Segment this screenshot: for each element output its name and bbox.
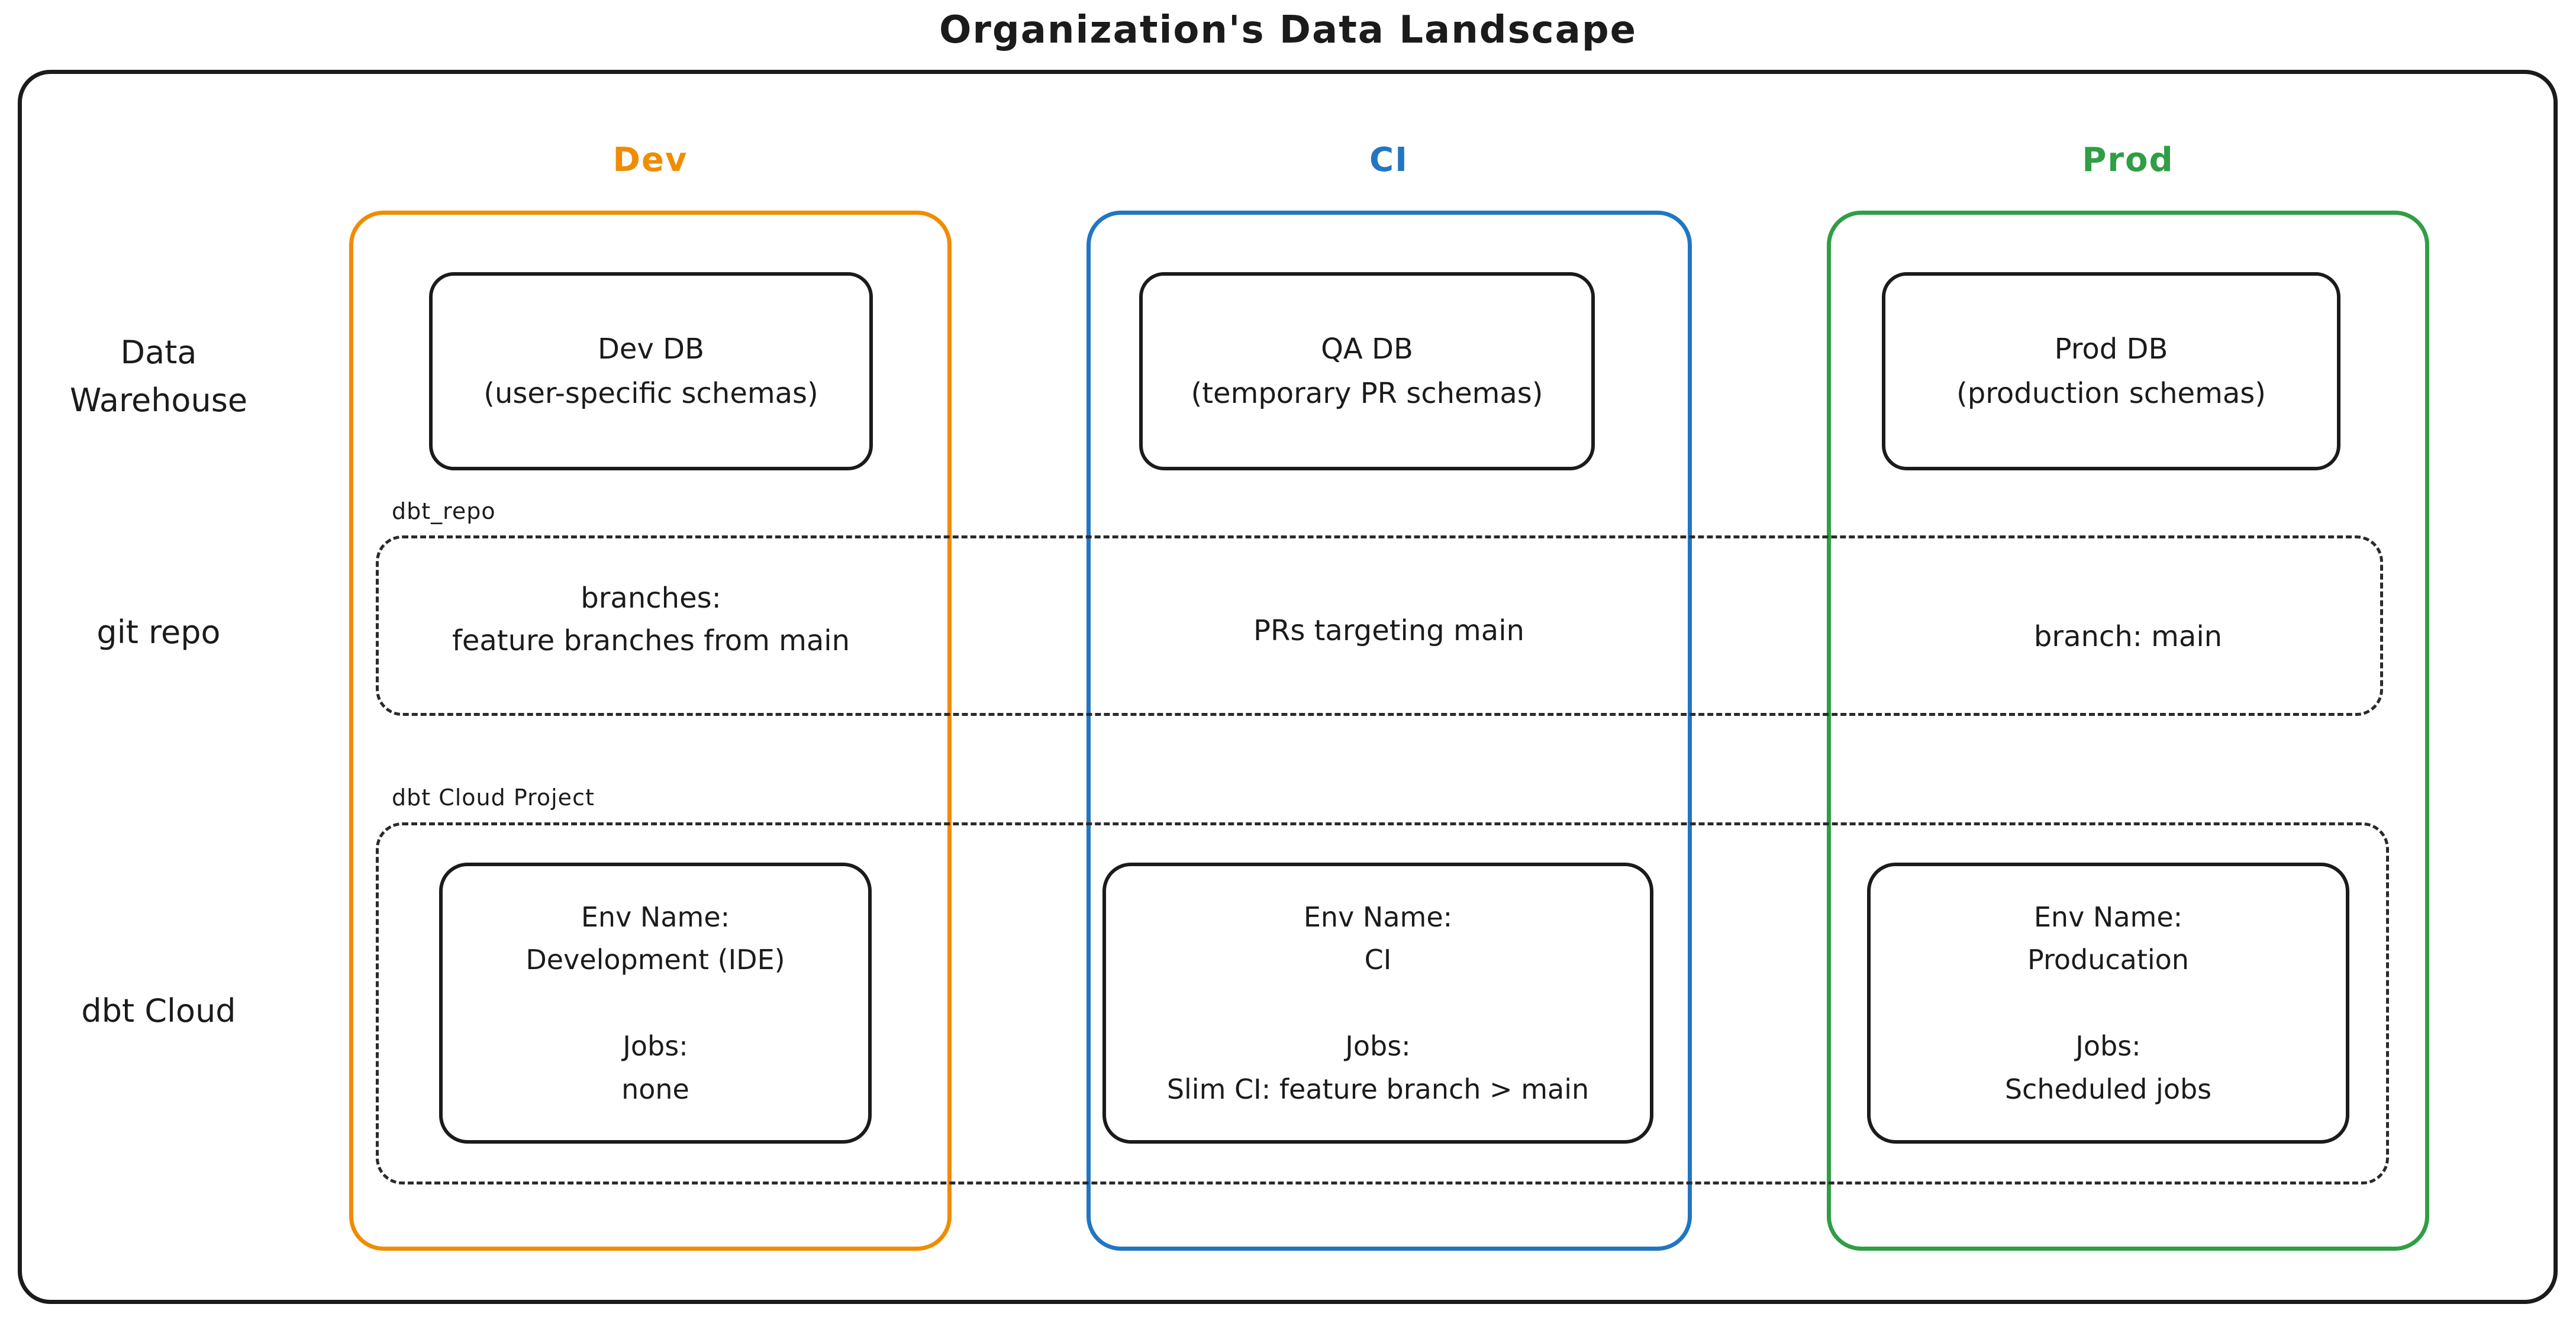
- dbt-cloud-project-dashed-box: [376, 822, 2389, 1184]
- row-label-git-repo: git repo: [96, 614, 221, 651]
- row-label-data-warehouse: Data Warehouse: [69, 334, 248, 419]
- git-repo-prod-text: branch: main: [2033, 620, 2223, 653]
- dbt-repo-dashed-box: [376, 535, 2383, 716]
- dbt-repo-label: dbt_repo: [392, 498, 496, 524]
- prod-environment-node: Env Name: Producation Jobs: Scheduled jo…: [1867, 863, 2349, 1144]
- column-header-ci: CI: [1369, 141, 1408, 179]
- ci-environment-node: Env Name: CI Jobs: Slim CI: feature bran…: [1102, 863, 1653, 1144]
- ci-column-frame: [1087, 211, 1692, 1251]
- dev-db-node: Dev DB (user-specific schemas): [429, 272, 873, 470]
- git-repo-ci-text: PRs targeting main: [1253, 614, 1524, 647]
- dev-environment-node: Env Name: Development (IDE) Jobs: none: [439, 863, 872, 1144]
- dev-column-frame: [349, 211, 952, 1251]
- diagram-title: Organization's Data Landscape: [939, 8, 1637, 52]
- column-header-dev: Dev: [612, 141, 688, 179]
- prod-db-node: Prod DB (production schemas): [1882, 272, 2340, 470]
- landscape-outer-frame: [18, 70, 2558, 1304]
- dbt-cloud-project-label: dbt Cloud Project: [392, 785, 595, 811]
- row-label-dbt-cloud: dbt Cloud: [81, 992, 236, 1029]
- qa-db-node: QA DB (temporary PR schemas): [1139, 272, 1595, 470]
- prod-column-frame: [1827, 211, 2429, 1251]
- column-header-prod: Prod: [2082, 141, 2174, 179]
- git-repo-dev-text: branches: feature branches from main: [452, 582, 850, 657]
